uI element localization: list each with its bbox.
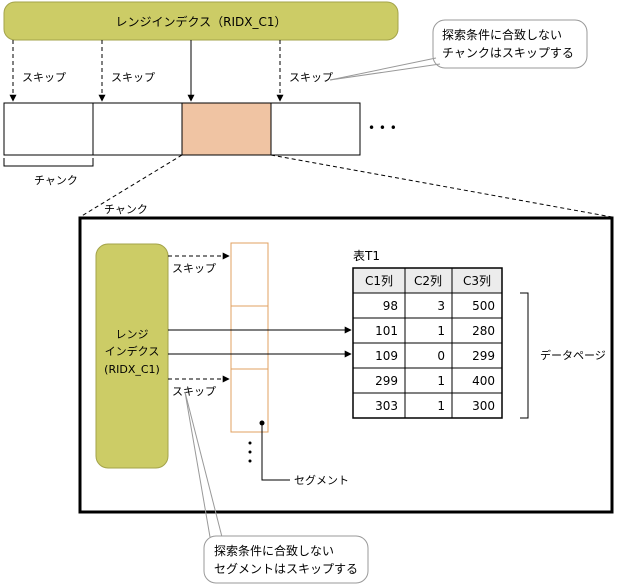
chunk-bracket-label: チャンク (34, 174, 78, 187)
table-cell: 98 (383, 299, 398, 313)
chunk-4 (270, 102, 361, 156)
chunk-2 (92, 102, 183, 156)
table-cell: 400 (472, 374, 495, 388)
table-title: 表T1 (353, 249, 380, 263)
detail-skip-label-1: スキップ (172, 262, 216, 275)
table-cell: 101 (375, 324, 398, 338)
chunk-bracket (3, 158, 94, 167)
detail-skip-label-2: スキップ (172, 385, 216, 398)
bottom-callout-line2: セグメントはスキップする (214, 562, 358, 576)
table-cell: 299 (472, 349, 495, 363)
table-cell: 500 (472, 299, 495, 313)
bottom-callout-line1: 探索条件に合致しない (214, 543, 334, 558)
table-header-c3: C3列 (463, 274, 491, 288)
chunk-1 (3, 102, 94, 156)
chunk-detail-frame (78, 216, 614, 514)
segment-1 (230, 242, 269, 307)
segment-ellipsis-dot-1 (248, 441, 252, 445)
table-cell: 300 (472, 399, 495, 413)
bottom-callout-pointer-1 (184, 391, 211, 538)
top-range-index-label: レンジインデクス（RIDX_C1） (116, 14, 287, 29)
top-callout-pointer-2 (329, 63, 441, 81)
segment-2 (230, 305, 269, 370)
detail-range-index-box (95, 243, 169, 469)
table-header-c1: C1列 (365, 274, 393, 288)
data-page-label: データページ (540, 348, 606, 362)
detail-index-line3: (RIDX_C1) (104, 363, 160, 376)
chunk-3-highlighted (181, 102, 272, 156)
top-skip-label-1: スキップ (22, 71, 66, 84)
top-callout-box (432, 19, 588, 69)
chunk-ellipsis: • • • (368, 121, 397, 135)
data-page-bracket (520, 292, 529, 419)
table-cell: 303 (375, 399, 398, 413)
zoom-line-left (79, 154, 183, 218)
detail-index-line1: レンジ (116, 328, 149, 341)
top-callout-pointer (329, 57, 437, 81)
detail-index-line2: インデクス (105, 344, 160, 358)
segment-label: セグメント (294, 473, 349, 487)
bottom-callout-box (203, 535, 369, 584)
segment-ellipsis-dot-2 (248, 450, 252, 454)
top-range-index-box (3, 1, 399, 41)
top-callout-line1: 探索条件に合致しない (442, 27, 562, 42)
segment-ellipsis-dot-3 (248, 459, 252, 463)
table-cell: 1 (437, 324, 445, 338)
bottom-callout-pointer-2 (184, 391, 223, 538)
segment-pointer-line (261, 423, 290, 481)
table-header-bg (353, 268, 502, 293)
table-cell: 280 (472, 324, 495, 338)
detail-chunk-label: チャンク (104, 203, 148, 216)
top-skip-label-3: スキップ (289, 71, 333, 84)
table-cell: 0 (437, 349, 445, 363)
table-cell: 1 (437, 399, 445, 413)
zoom-line-right (270, 154, 613, 218)
table-header-c2: C2列 (414, 274, 442, 288)
top-skip-label-2: スキップ (111, 71, 155, 84)
table-cell: 1 (437, 374, 445, 388)
table-cell: 299 (375, 374, 398, 388)
top-callout-line2: チャンクはスキップする (442, 46, 574, 60)
data-table: C1列 C2列 C3列 98 3 500 101 1 280 109 0 299… (352, 267, 503, 419)
table-cell: 109 (375, 349, 398, 363)
table-cell: 3 (437, 299, 445, 313)
